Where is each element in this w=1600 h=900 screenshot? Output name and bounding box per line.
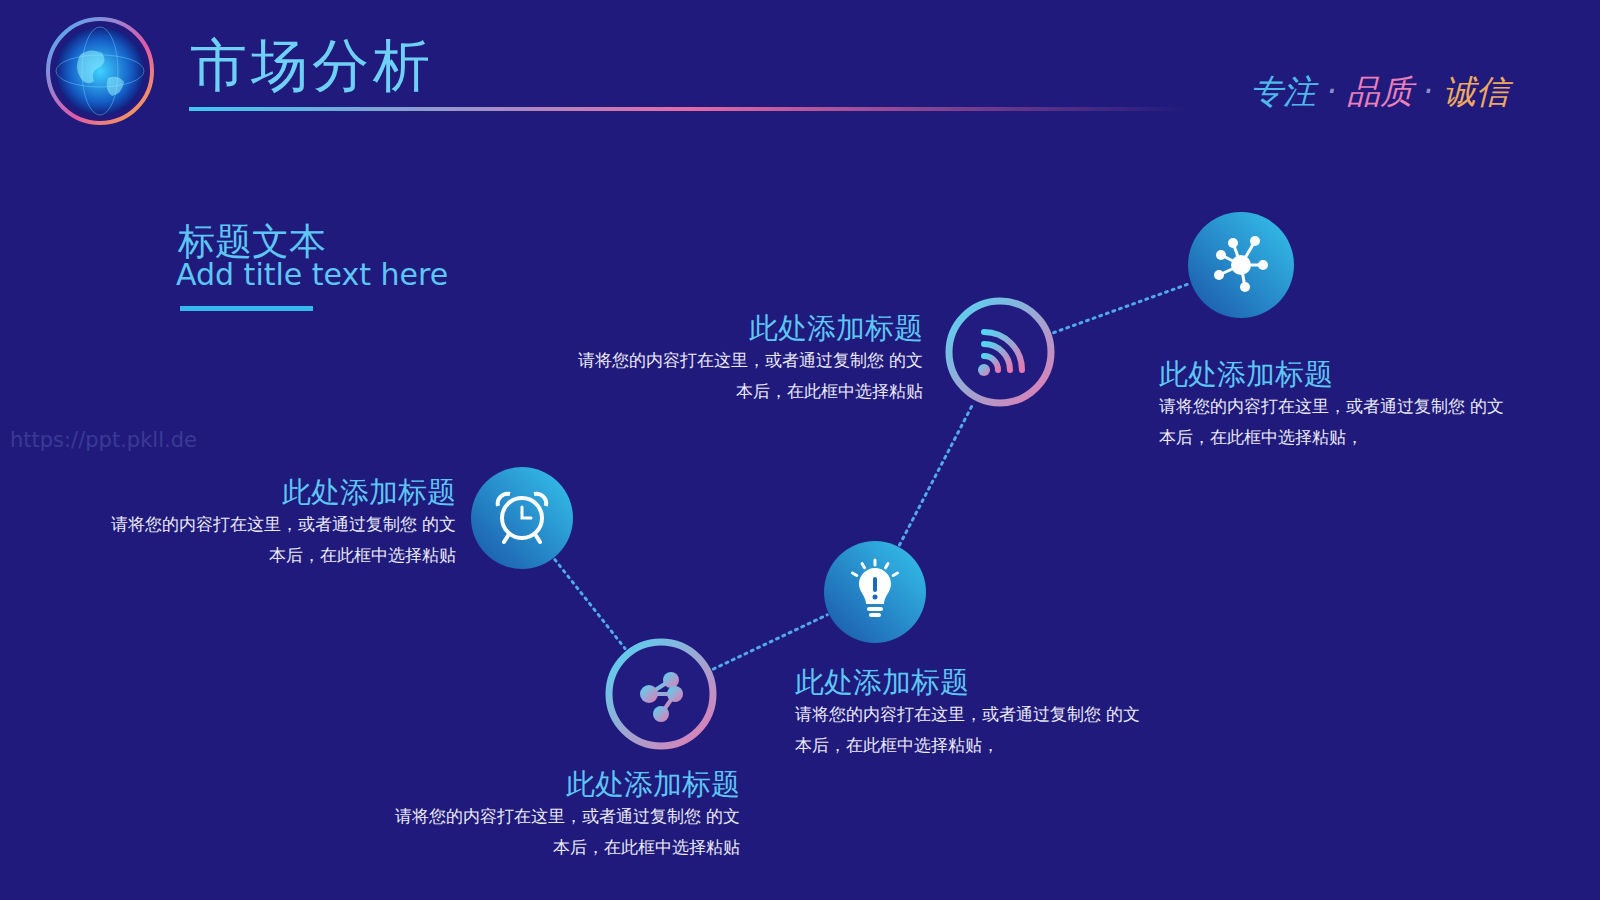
share-icon [640,672,683,722]
tagline-word: · [1423,72,1434,111]
caption: 此处添加标题请将您的内容打在这里，或者通过复制您 的文本后，在此框中选择粘贴 [533,311,923,407]
caption: 此处添加标题请将您的内容打在这里，或者通过复制您 的文本后，在此框中选择粘贴， [1159,357,1549,453]
subtitle-bar [180,306,313,311]
tagline-word: · [1326,72,1337,111]
node-body: 请将您的内容打在这里，或者通过复制您 的文本后，在此框中选择粘贴 [106,509,456,571]
icon-circle-node: 此处添加标题请将您的内容打在这里，或者通过复制您 的文本后，在此框中选择粘贴， [824,541,926,643]
tagline-word: 品质 [1347,70,1413,115]
circle-shape [1188,212,1294,318]
wifi-icon [978,332,1022,376]
tagline-word: 专注 [1250,70,1316,115]
node-heading: 此处添加标题 [533,311,923,345]
dotted-connector [713,615,827,669]
dotted-connector [1054,284,1190,333]
watermark: https://ppt.pkll.de [10,428,197,452]
caption: 此处添加标题请将您的内容打在这里，或者通过复制您 的文本后，在此框中选择粘贴 [66,475,456,571]
section-subtitle: Add title text here [176,258,448,293]
node-heading: 此处添加标题 [795,665,1185,699]
circle-shape [945,297,1055,407]
circle-shape [605,638,717,750]
icon-circle-node: 此处添加标题请将您的内容打在这里，或者通过复制您 的文本后，在此框中选择粘贴 [471,467,573,569]
tagline-word: 诚信 [1443,70,1509,115]
circle-shape [471,467,573,569]
node-body: 请将您的内容打在这里，或者通过复制您 的文本后，在此框中选择粘贴 [390,801,740,863]
title-rule [189,107,1189,111]
icon-circle-node: 此处添加标题请将您的内容打在这里，或者通过复制您 的文本后，在此框中选择粘贴， [1188,212,1294,318]
circle-shape [824,541,926,643]
node-body: 请将您的内容打在这里，或者通过复制您 的文本后，在此框中选择粘贴， [1159,391,1509,453]
node-heading: 此处添加标题 [350,767,740,801]
caption: 此处添加标题请将您的内容打在这里，或者通过复制您 的文本后，在此框中选择粘贴 [350,767,740,863]
node-heading: 此处添加标题 [66,475,456,509]
dotted-connector [899,403,973,545]
node-body: 请将您的内容打在这里，或者通过复制您 的文本后，在此框中选择粘贴 [573,345,923,407]
icon-circle-node: 此处添加标题请将您的内容打在这里，或者通过复制您 的文本后，在此框中选择粘贴 [605,638,717,750]
tagline: 专注·品质·诚信 [1250,70,1509,115]
caption: 此处添加标题请将您的内容打在这里，或者通过复制您 的文本后，在此框中选择粘贴， [795,665,1185,761]
net-icon [1214,236,1268,292]
icon-circle-node: 此处添加标题请将您的内容打在这里，或者通过复制您 的文本后，在此框中选择粘贴 [945,297,1055,407]
node-body: 请将您的内容打在这里，或者通过复制您 的文本后，在此框中选择粘贴， [795,699,1145,761]
dotted-connector [555,560,625,649]
clock-icon [498,494,547,542]
node-heading: 此处添加标题 [1159,357,1549,391]
page-title: 市场分析 [190,30,434,100]
bulb-icon [852,560,897,617]
globe-icon [48,19,152,123]
